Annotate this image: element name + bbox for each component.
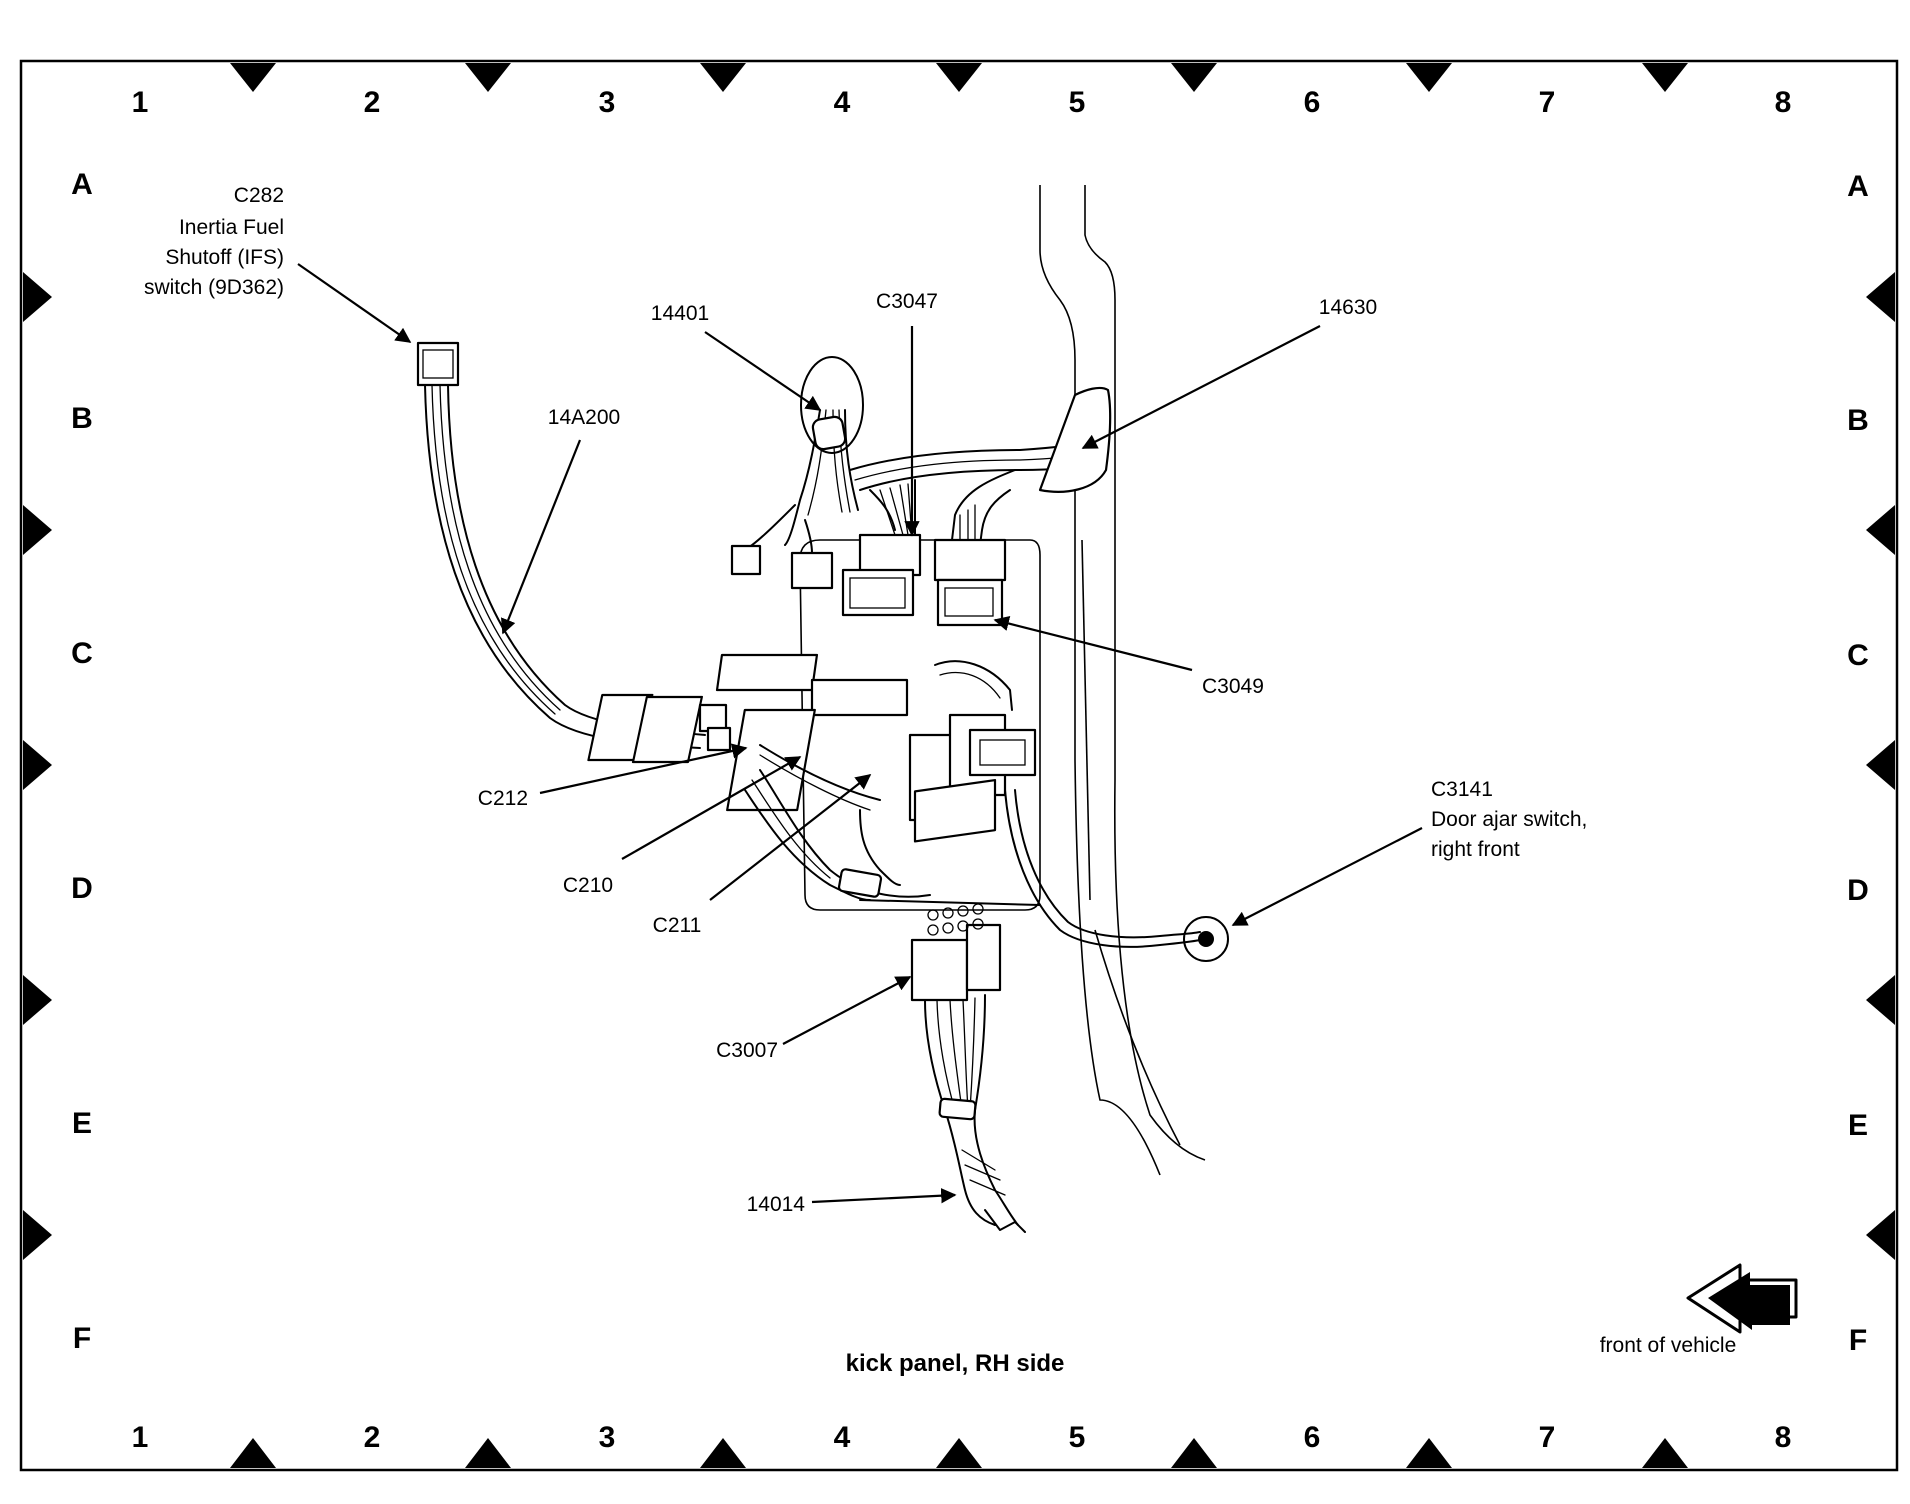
- lower-connector-cluster: [587, 653, 1041, 906]
- callout-c212: C212: [478, 787, 528, 810]
- col-label-top-1: 1: [132, 86, 149, 119]
- callout-c3141-line1: C3141: [1431, 778, 1493, 801]
- row-label-left-d: D: [71, 872, 93, 905]
- callout-c282-line4: switch (9D362): [144, 276, 284, 299]
- ifs-switch-connector: [416, 341, 460, 387]
- diagram-frame: [19, 59, 1899, 1472]
- callout-c3007: C3007: [716, 1039, 778, 1062]
- col-label-top-2: 2: [364, 86, 381, 119]
- front-of-vehicle-indicator: front of vehicle: [1600, 1263, 1798, 1357]
- col-label-top-3: 3: [599, 86, 616, 119]
- col-label-bottom-2: 2: [364, 1421, 381, 1454]
- row-label-left-e: E: [72, 1107, 92, 1140]
- door-ajar-wire: [1004, 789, 1229, 962]
- callout-labels: C282 Inertia Fuel Shutoff (IFS) switch (…: [144, 184, 1587, 1216]
- diagram-caption: kick panel, RH side: [846, 1350, 1065, 1377]
- callout-c211: C211: [653, 914, 702, 937]
- col-label-top-4: 4: [834, 86, 851, 119]
- col-label-bottom-3: 3: [599, 1421, 616, 1454]
- upper-connector-cluster: [730, 356, 1112, 627]
- row-label-right-a: A: [1847, 170, 1869, 203]
- col-label-top-7: 7: [1539, 86, 1556, 119]
- callout-c282-line3: Shutoff (IFS): [165, 246, 284, 269]
- col-label-top-5: 5: [1069, 86, 1086, 119]
- col-label-top-8: 8: [1775, 86, 1792, 119]
- callout-14401: 14401: [651, 302, 709, 325]
- callout-c210: C210: [563, 874, 613, 897]
- front-of-vehicle-label: front of vehicle: [1600, 1334, 1737, 1357]
- callout-c3047: C3047: [876, 290, 938, 313]
- c3007-harness: [910, 779, 1026, 1233]
- row-label-right-b: B: [1847, 404, 1869, 437]
- door-ajar-switch: [1183, 916, 1229, 962]
- row-label-right-f: F: [1849, 1324, 1867, 1357]
- callout-14a200: 14A200: [548, 406, 620, 429]
- col-label-bottom-5: 5: [1069, 1421, 1086, 1454]
- grid-labels: 1 2 3 4 5 6 7 8 1 2 3 4 5 6 7 8 A B C D …: [71, 86, 1869, 1454]
- col-label-bottom-6: 6: [1304, 1421, 1321, 1454]
- arrow-left-icon: [1686, 1263, 1798, 1334]
- row-label-right-d: D: [1847, 874, 1869, 907]
- row-label-right-e: E: [1848, 1109, 1868, 1142]
- door-ajar-switch-center: [1198, 931, 1214, 947]
- row-label-right-c: C: [1847, 639, 1869, 672]
- col-label-bottom-7: 7: [1539, 1421, 1556, 1454]
- row-label-left-f: F: [73, 1322, 91, 1355]
- callout-c3141-line3: right front: [1431, 838, 1520, 861]
- callout-c282-line1: C282: [234, 184, 284, 207]
- callout-c3141-line2: Door ajar switch,: [1431, 808, 1587, 831]
- zone-markers: [23, 63, 1895, 1468]
- callout-14630: 14630: [1319, 296, 1377, 319]
- leader-lines: [297, 263, 1423, 1204]
- col-label-bottom-8: 8: [1775, 1421, 1792, 1454]
- col-label-bottom-1: 1: [132, 1421, 149, 1454]
- callout-c3049: C3049: [1202, 675, 1264, 698]
- callout-c282-line2: Inertia Fuel: [179, 216, 284, 239]
- row-label-left-b: B: [71, 402, 93, 435]
- col-label-top-6: 6: [1304, 86, 1321, 119]
- row-label-left-c: C: [71, 637, 93, 670]
- ifs-switch-harness: [416, 341, 706, 749]
- row-label-left-a: A: [71, 168, 93, 201]
- kick-panel-outline: [799, 185, 1206, 1176]
- col-label-bottom-4: 4: [834, 1421, 851, 1454]
- callout-14014: 14014: [747, 1193, 806, 1216]
